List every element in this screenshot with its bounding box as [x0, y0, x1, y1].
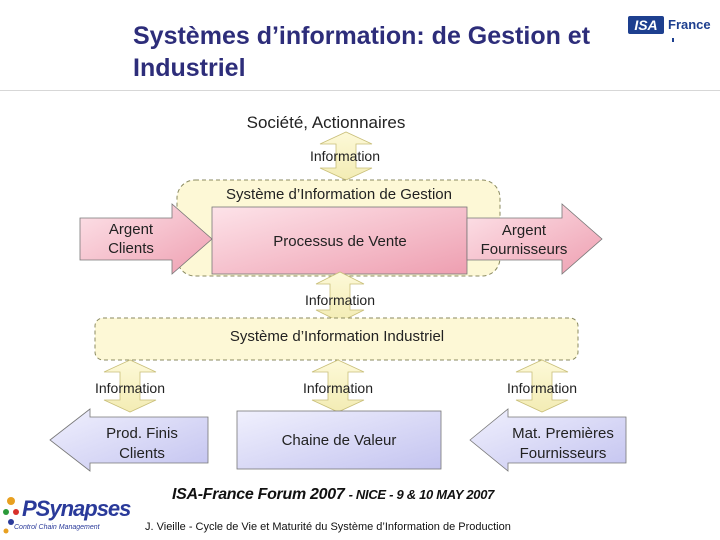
- isa-france-logo: ISA France: [628, 8, 712, 44]
- chaine-valeur-label: Chaine de Valeur: [281, 432, 397, 449]
- prod-finis-clients-label: Prod. Finis Clients: [106, 425, 178, 462]
- isa-logo-mark: ISA: [628, 16, 664, 34]
- processus-vente-box: [211, 206, 468, 275]
- page-title: Systèmes d’information: de Gestion et In…: [133, 22, 591, 82]
- mat-premieres-label: Mat. Premières Fournisseurs: [512, 425, 614, 462]
- information-label-top: Information: [309, 148, 381, 164]
- credit-footer: J. Vieille - Cycle de Vie et Maturité du…: [145, 521, 511, 533]
- sii-box: [94, 317, 579, 361]
- forum-footer: ISA-France Forum 2007 - NICE - 9 & 10 MA…: [172, 486, 494, 504]
- info-updown-arrow-top: [319, 131, 373, 181]
- mat-premieres-arrow: [469, 408, 627, 472]
- argent-fournisseurs-label: Argent Fournisseurs: [480, 222, 568, 258]
- information-label-mid: Information: [304, 292, 376, 308]
- info-updown-arrow-left: [103, 359, 157, 413]
- prod-finis-clients-arrow: [49, 408, 209, 472]
- info-updown-arrow-mid: [315, 271, 365, 323]
- information-label-left: Information: [94, 380, 166, 396]
- france-logo-text: France: [668, 17, 711, 32]
- forum-title: ISA-France Forum 2007: [172, 486, 345, 503]
- information-label-center: Information: [302, 380, 374, 396]
- argent-clients-label: Argent Clients: [108, 221, 154, 257]
- societe-actionnaires-label: Société, Actionnaires: [246, 113, 406, 132]
- psynapses-tagline: Control Chain Management: [14, 524, 100, 531]
- sig-label: Système d’Information de Gestion: [226, 186, 452, 203]
- logo-tick: [672, 38, 674, 42]
- processus-vente-label: Processus de Vente: [273, 233, 407, 250]
- forum-dates: - NICE - 9 & 10 MAY 2007: [348, 487, 495, 502]
- argent-fournisseurs-arrow: [466, 203, 603, 275]
- title-divider: [0, 90, 720, 91]
- psynapses-figure-icon: [3, 497, 19, 534]
- info-updown-arrow-right: [515, 359, 569, 413]
- psynapses-logo: PSynapses Control Chain Management: [2, 494, 131, 538]
- argent-clients-arrow: [79, 203, 213, 275]
- info-updown-arrow-center: [311, 359, 365, 413]
- chaine-valeur-box: [236, 410, 442, 470]
- psynapses-name: PSynapses: [22, 496, 131, 521]
- information-label-right: Information: [506, 380, 578, 396]
- sii-label: Système d’Information Industriel: [229, 328, 445, 345]
